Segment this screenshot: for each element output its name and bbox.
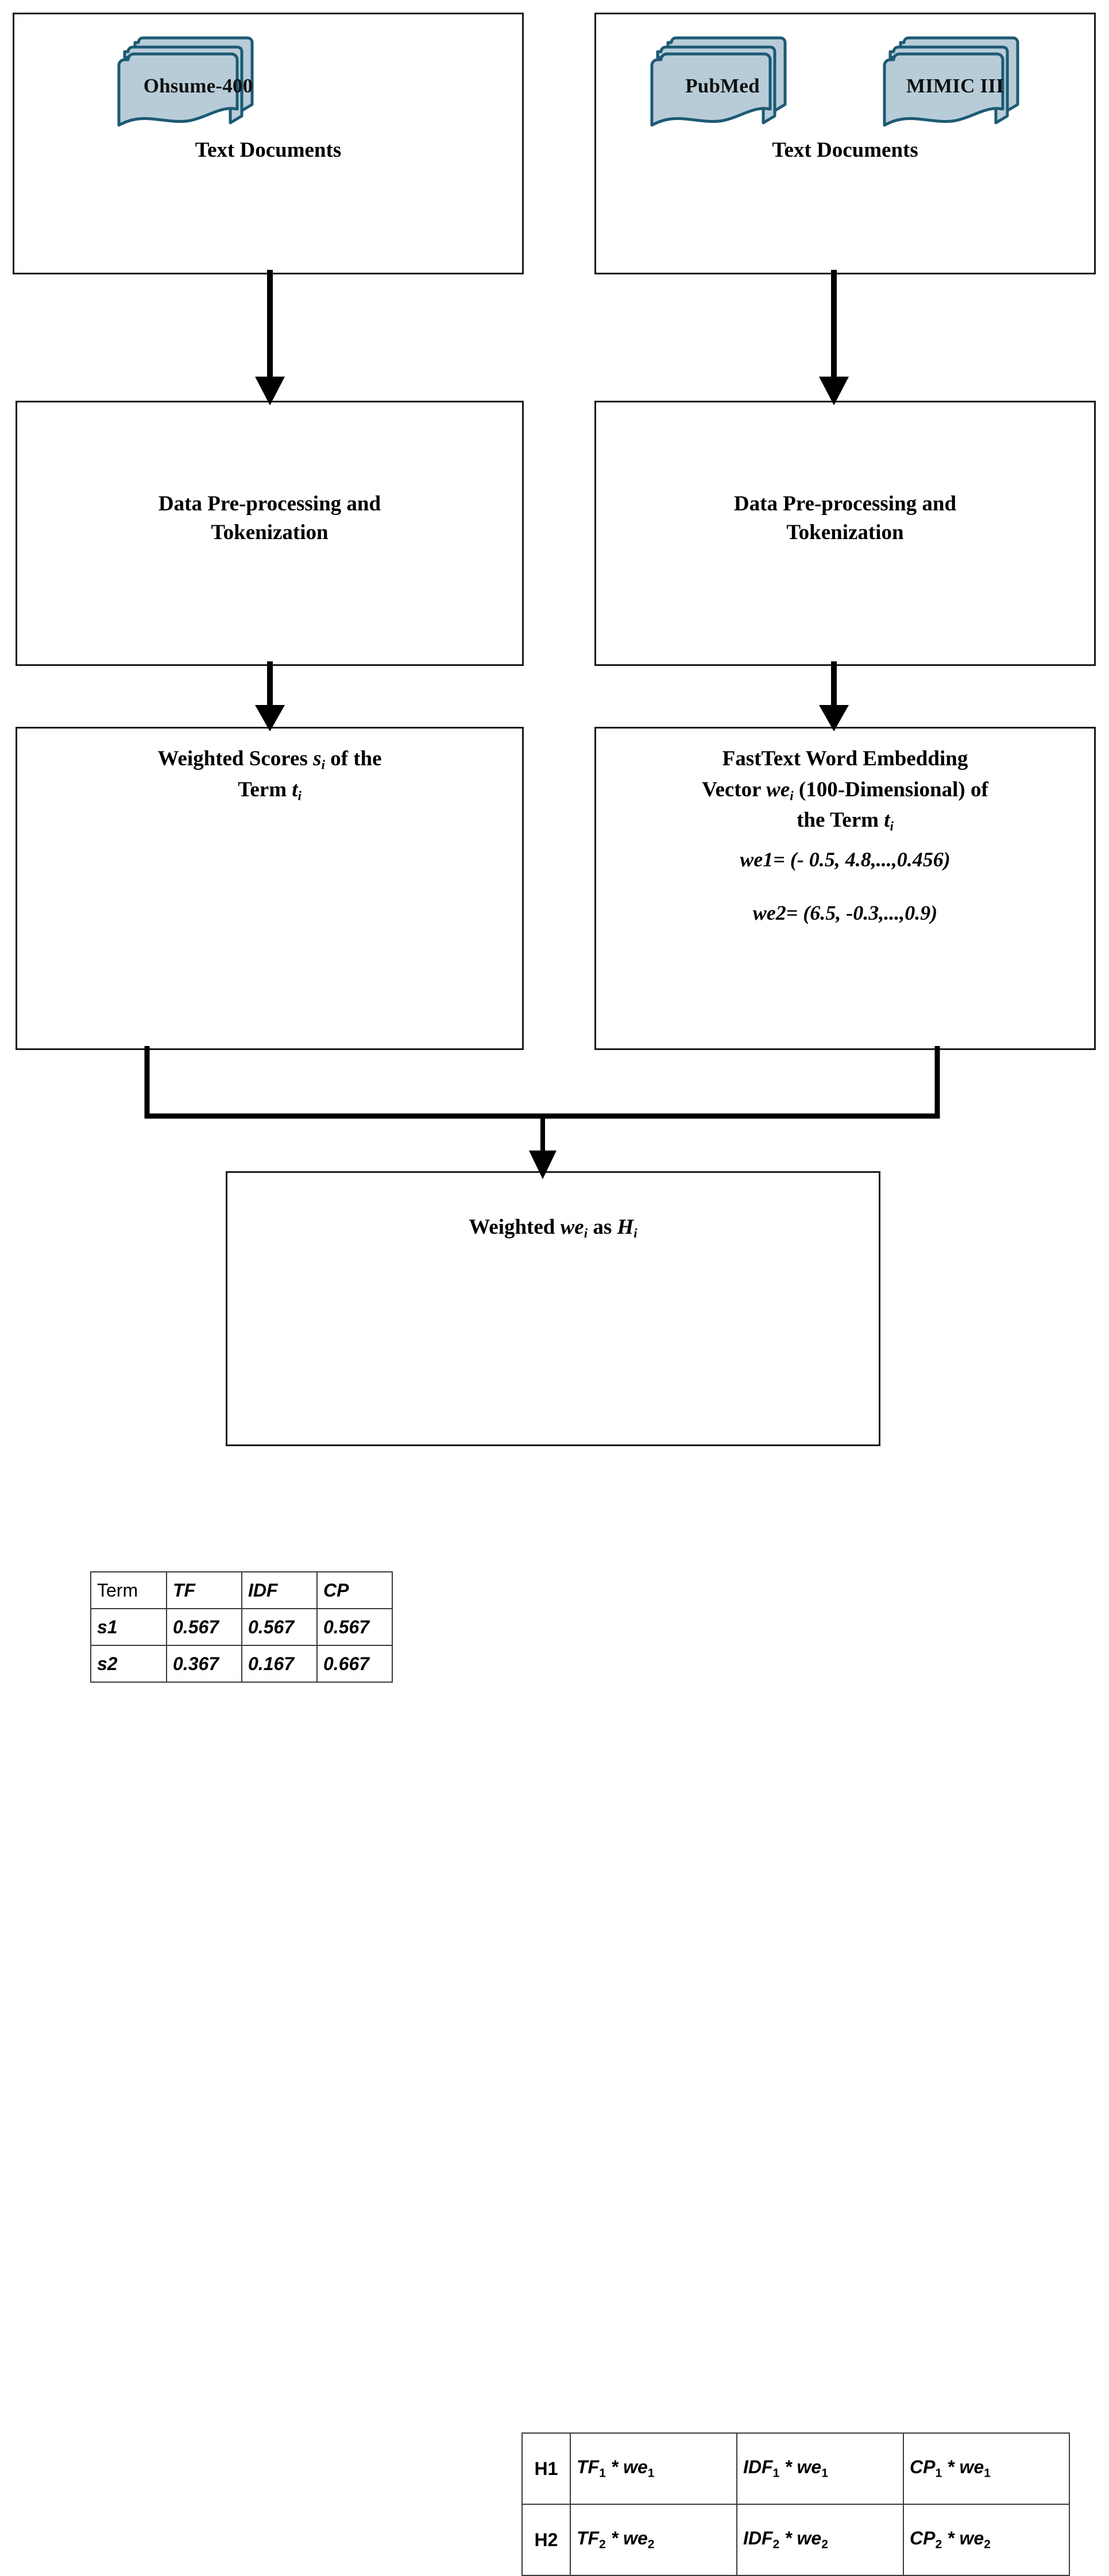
fusion-title-a: Weighted	[469, 1215, 561, 1239]
fasttext-title-var-we: we	[766, 777, 790, 801]
document-stack-label-mimic: MIMIC III	[906, 75, 1004, 97]
fasttext-vector-we2: we2= (6.5, -0.3,...,0.9)	[752, 901, 938, 924]
scores-cell-s1-idf: 0.567	[241, 1608, 318, 1646]
fusion-cell-h2-idf: IDF2 * we2	[736, 2504, 904, 2576]
scores-title-part-b: of the	[324, 747, 382, 770]
scores-header-cp: CP	[316, 1571, 393, 1609]
scores-title-var-s: s	[313, 747, 322, 770]
preprocessing-box-left: Data Pre-processing and Tokenization	[16, 401, 524, 666]
weighted-fusion-table: H1 TF1 * we1 IDF1 * we1 CP1 * we1 H2 TF2…	[521, 2432, 1070, 2576]
scores-header-idf: IDF	[241, 1571, 318, 1609]
weighted-fusion-box: Weighted wei as Hi H1 TF1 * we1 IDF1 * w…	[226, 1171, 1070, 2576]
fusion-cell-h2-tf: TF2 * we2	[570, 2504, 737, 2576]
document-stack-icon	[650, 36, 787, 127]
scores-title-part-a: Weighted Scores	[157, 747, 314, 770]
scores-cell-s2-term: s2	[90, 1645, 167, 1683]
fasttext-title-sub-i: i	[790, 788, 794, 803]
scores-cell-s2-idf: 0.167	[241, 1645, 318, 1683]
fusion-title-var-we: we	[560, 1215, 584, 1239]
table-row: H2 TF2 * we2 IDF2 * we2 CP2 * we2	[521, 2504, 1070, 2576]
down-arrow-icon	[819, 270, 849, 405]
scores-cell-s2-cp: 0.667	[316, 1645, 393, 1683]
document-stack-label-pubmed: PubMed	[685, 75, 760, 97]
scores-cell-s1-tf: 0.567	[166, 1608, 242, 1646]
scores-title-sub-i: i	[321, 757, 325, 772]
merge-down-arrow-icon	[144, 1046, 940, 1179]
table-row-header: Term TF IDF CP	[90, 1571, 393, 1609]
table-row: s2 0.367 0.167 0.667	[90, 1645, 393, 1683]
preprocessing-box-right: Data Pre-processing and Tokenization	[594, 401, 1096, 666]
document-stack-icon-mimic	[878, 34, 1050, 129]
document-stack-icon-pubmed	[645, 34, 817, 129]
fasttext-title-var-t: t	[884, 808, 890, 832]
down-arrow-icon	[819, 661, 849, 731]
fusion-title-sub-i2: i	[633, 1226, 637, 1241]
fusion-title: Weighted wei as Hi	[227, 1212, 879, 1243]
preprocessing-right-line2: Tokenization	[786, 520, 904, 544]
weighted-scores-title: Weighted Scores si of the Term ti	[17, 743, 522, 805]
source-box-right: PubMed MIMIC III Text Documents	[594, 13, 1096, 274]
arrow-preproc-left-to-scores	[247, 661, 293, 733]
scores-cell-s1-term: s1	[90, 1608, 167, 1646]
fasttext-title-line2-b: (100-Dimensional) of	[793, 777, 988, 801]
merge-connector-to-fusion	[126, 1046, 959, 1181]
fasttext-title: FastText Word Embedding Vector wei (100-…	[596, 743, 1094, 836]
source-left-caption: Text Documents	[195, 138, 342, 162]
document-stack-icon	[117, 36, 254, 127]
arrow-preproc-right-to-fasttext	[811, 661, 857, 733]
weighted-scores-box: Weighted Scores si of the Term ti Term T…	[16, 727, 524, 1683]
scores-title-var-t: t	[292, 777, 298, 801]
scores-title-sub-i2: i	[297, 788, 302, 803]
table-row: s1 0.567 0.567 0.567	[90, 1608, 393, 1646]
document-stack-icon-ohsume	[112, 34, 284, 127]
scores-header-term: Term	[90, 1571, 167, 1609]
fusion-cell-h1-cp: CP1 * we1	[903, 2432, 1070, 2505]
source-right-caption: Text Documents	[772, 138, 918, 162]
weighted-scores-table: Term TF IDF CP s1 0.567 0.567 0.567 s2 0…	[90, 1571, 393, 1683]
fasttext-title-line2-a: Vector	[702, 777, 767, 801]
down-arrow-icon	[255, 661, 285, 731]
preprocessing-left-line2: Tokenization	[211, 520, 329, 544]
source-box-left: Ohsume-400 Text Documents	[13, 13, 524, 274]
down-arrow-icon	[255, 270, 285, 405]
preprocessing-right-line1: Data Pre-processing and	[733, 492, 957, 516]
arrow-source-left-to-preproc-left	[247, 270, 293, 408]
fasttext-title-line1: FastText Word Embedding	[722, 747, 968, 770]
fusion-row-label-h1: H1	[521, 2432, 571, 2505]
fusion-cell-h2-cp: CP2 * we2	[903, 2504, 1070, 2576]
fasttext-title-line3-a: the Term	[797, 808, 884, 832]
fusion-title-b: as	[588, 1215, 617, 1239]
scores-cell-s1-cp: 0.567	[316, 1608, 393, 1646]
fasttext-title-sub-i2: i	[890, 819, 894, 834]
fusion-cell-h1-idf: IDF1 * we1	[736, 2432, 904, 2505]
document-stack-label-ohsume: Ohsume-400	[143, 75, 253, 97]
fusion-row-label-h2: H2	[521, 2504, 571, 2576]
fasttext-embedding-box: FastText Word Embedding Vector wei (100-…	[594, 727, 1096, 1050]
scores-title-line2-a: Term	[238, 777, 292, 801]
fusion-title-var-h: H	[617, 1215, 634, 1239]
fusion-title-sub-i: i	[584, 1226, 588, 1241]
scores-header-tf: TF	[166, 1571, 242, 1609]
document-stack-icon	[883, 36, 1019, 127]
preprocessing-left-line1: Data Pre-processing and	[158, 492, 381, 516]
scores-cell-s2-tf: 0.367	[166, 1645, 242, 1683]
fasttext-vector-we1: we1= (- 0.5, 4.8,...,0.456)	[740, 848, 950, 871]
fusion-cell-h1-tf: TF1 * we1	[570, 2432, 737, 2505]
table-row: H1 TF1 * we1 IDF1 * we1 CP1 * we1	[521, 2432, 1070, 2505]
arrow-source-right-to-preproc-right	[811, 270, 857, 408]
